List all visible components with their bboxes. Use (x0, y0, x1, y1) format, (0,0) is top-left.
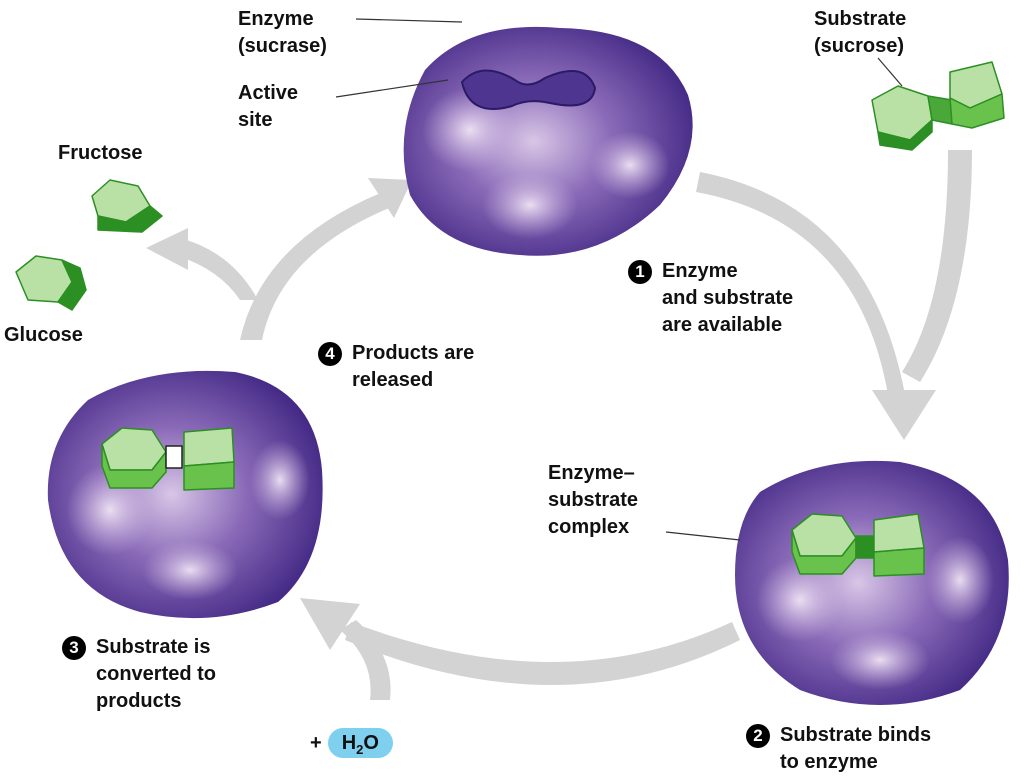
arrow-to-products (178, 238, 258, 300)
arrow-water-branch (340, 620, 391, 700)
step-4: 4 Products are released (318, 340, 474, 394)
leader-substrate (877, 57, 903, 87)
bound-substrate (791, 513, 925, 577)
step-2-number: 2 (746, 724, 770, 748)
step-1-number: 1 (628, 260, 652, 284)
arrow-complex-to-converted (345, 622, 740, 685)
enzyme-converted (47, 370, 323, 619)
active-site-pocket (460, 69, 597, 110)
substrate-sucrose (871, 61, 1005, 151)
label-fructose: Fructose (58, 142, 143, 164)
arrow-head-down (872, 390, 936, 440)
enzyme-top (403, 26, 693, 256)
label-glucose: Glucose (4, 324, 83, 346)
arrow-substrate-down (902, 150, 972, 382)
glucose-molecule (15, 255, 87, 311)
label-complex: Enzyme– substrate complex (548, 462, 639, 538)
step-3: 3 Substrate is converted to products (62, 634, 216, 715)
water-badge: H2O (327, 728, 393, 758)
arrow-head-up-right (368, 178, 412, 218)
arrow-enzyme-to-complex (696, 172, 905, 395)
step-3-number: 3 (62, 636, 86, 660)
label-substrate: Substrate (sucrose) (814, 8, 907, 57)
label-active-site: Active site (238, 82, 299, 131)
cycle-arrows (146, 150, 972, 700)
step-4-number: 4 (318, 342, 342, 366)
enzyme-complex (735, 460, 1009, 705)
water-plus: + (310, 731, 322, 754)
arrow-converted-to-enzyme (240, 190, 394, 340)
arrow-head-products (146, 228, 188, 270)
leader-enzyme (355, 18, 463, 23)
converted-substrate (101, 427, 235, 491)
fructose-molecule (91, 179, 163, 233)
leader-lines (335, 18, 903, 541)
label-enzyme: Enzyme (sucrase) (238, 8, 327, 57)
leader-complex (665, 531, 741, 541)
leader-active-site (335, 79, 449, 98)
step-1: 1 Enzyme and substrate are available (628, 258, 793, 339)
arrow-head-left (300, 598, 360, 650)
water-label: + H2O (310, 728, 393, 758)
